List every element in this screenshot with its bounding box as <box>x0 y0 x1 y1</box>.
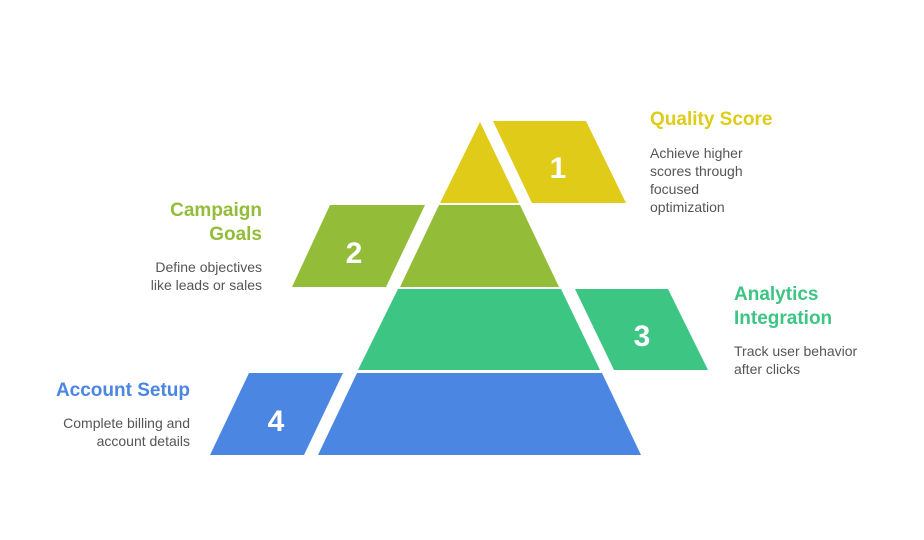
number-tab-3 <box>575 289 708 370</box>
level-description-3: Track user behavior after clicks <box>734 343 858 377</box>
level-description-2: Define objectives like leads or sales <box>150 259 262 293</box>
level-title-4: Account Setup <box>55 380 190 401</box>
level-description-1: Achieve higher scores through focused op… <box>650 145 743 215</box>
pyramid-level-2 <box>400 205 559 287</box>
number-tab-4 <box>210 373 343 455</box>
pyramid-level-1 <box>440 122 519 203</box>
number-tab-1 <box>493 121 626 203</box>
level-number-3: 3 <box>634 320 651 353</box>
pyramid-level-3 <box>358 289 600 370</box>
level-number-4: 4 <box>268 405 285 438</box>
number-tab-2 <box>292 205 425 287</box>
level-title-1: Quality Score <box>650 109 773 130</box>
pyramid-level-4 <box>318 373 641 455</box>
level-description-4: Complete billing and account details <box>63 415 190 449</box>
level-number-2: 2 <box>346 237 363 270</box>
level-number-1: 1 <box>550 152 567 185</box>
level-title-2: Campaign Goals <box>170 200 262 245</box>
level-title-3: Analytics Integration <box>734 284 833 329</box>
